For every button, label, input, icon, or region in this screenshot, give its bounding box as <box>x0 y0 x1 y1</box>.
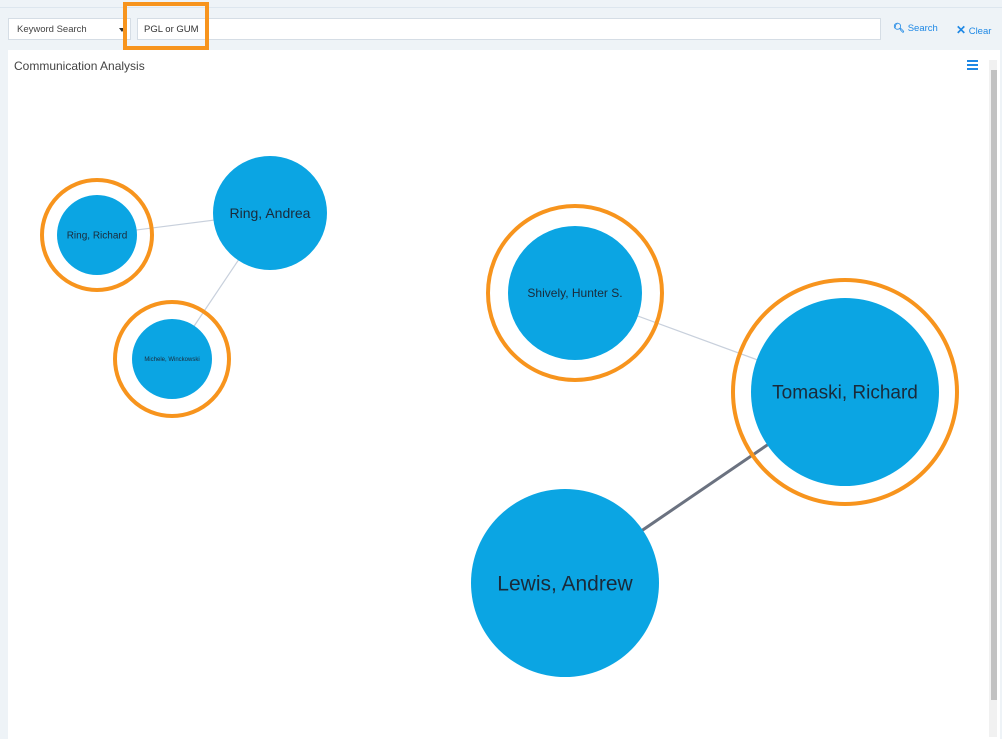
search-icon: 🔍︎ <box>893 23 906 34</box>
highlight-ring <box>486 204 664 382</box>
node-circle[interactable] <box>508 226 642 360</box>
scrollbar-thumb[interactable] <box>991 70 997 700</box>
node[interactable]: Tomaski, Richard <box>731 278 959 506</box>
highlight-ring <box>113 300 231 418</box>
search-highlight-box <box>123 2 209 50</box>
highlight-ring <box>40 178 154 292</box>
node-circle[interactable] <box>57 195 137 275</box>
clear-button[interactable]: ✕ Clear <box>956 23 991 37</box>
search-mode-select[interactable]: Keyword Search <box>8 18 131 40</box>
search-query: PGL or GUM <box>144 24 199 35</box>
clear-label: Clear <box>968 26 992 37</box>
panel-title: Communication Analysis <box>14 59 145 73</box>
node-label: Shively, Hunter S. <box>527 286 622 300</box>
node[interactable]: Lewis, Andrew <box>471 489 659 677</box>
search-label: Search <box>907 23 938 34</box>
search-mode-value: Keyword Search <box>17 24 87 35</box>
search-button[interactable]: 🔍︎ Search <box>893 23 938 34</box>
node-circle[interactable] <box>213 156 327 270</box>
node-circle[interactable] <box>471 489 659 677</box>
node-label: Ring, Andrea <box>230 205 311 221</box>
top-divider <box>0 7 1002 8</box>
highlight-ring <box>731 278 959 506</box>
node[interactable]: Ring, Richard <box>40 178 154 292</box>
node-circle[interactable] <box>751 298 939 486</box>
node-label: Lewis, Andrew <box>497 572 633 595</box>
caret-down-icon <box>119 28 125 32</box>
node-label: Tomaski, Richard <box>772 383 918 404</box>
node-label: Michele, Winckowski <box>144 357 199 363</box>
node[interactable]: Ring, Andrea <box>213 156 327 270</box>
close-icon: ✕ <box>956 23 967 37</box>
menu-icon[interactable] <box>967 60 978 72</box>
node-label: Ring, Richard <box>67 231 128 242</box>
search-input[interactable]: PGL or GUM <box>137 18 881 40</box>
node[interactable]: Shively, Hunter S. <box>486 204 664 382</box>
node-circle[interactable] <box>132 319 212 399</box>
node[interactable]: Michele, Winckowski <box>113 300 231 418</box>
